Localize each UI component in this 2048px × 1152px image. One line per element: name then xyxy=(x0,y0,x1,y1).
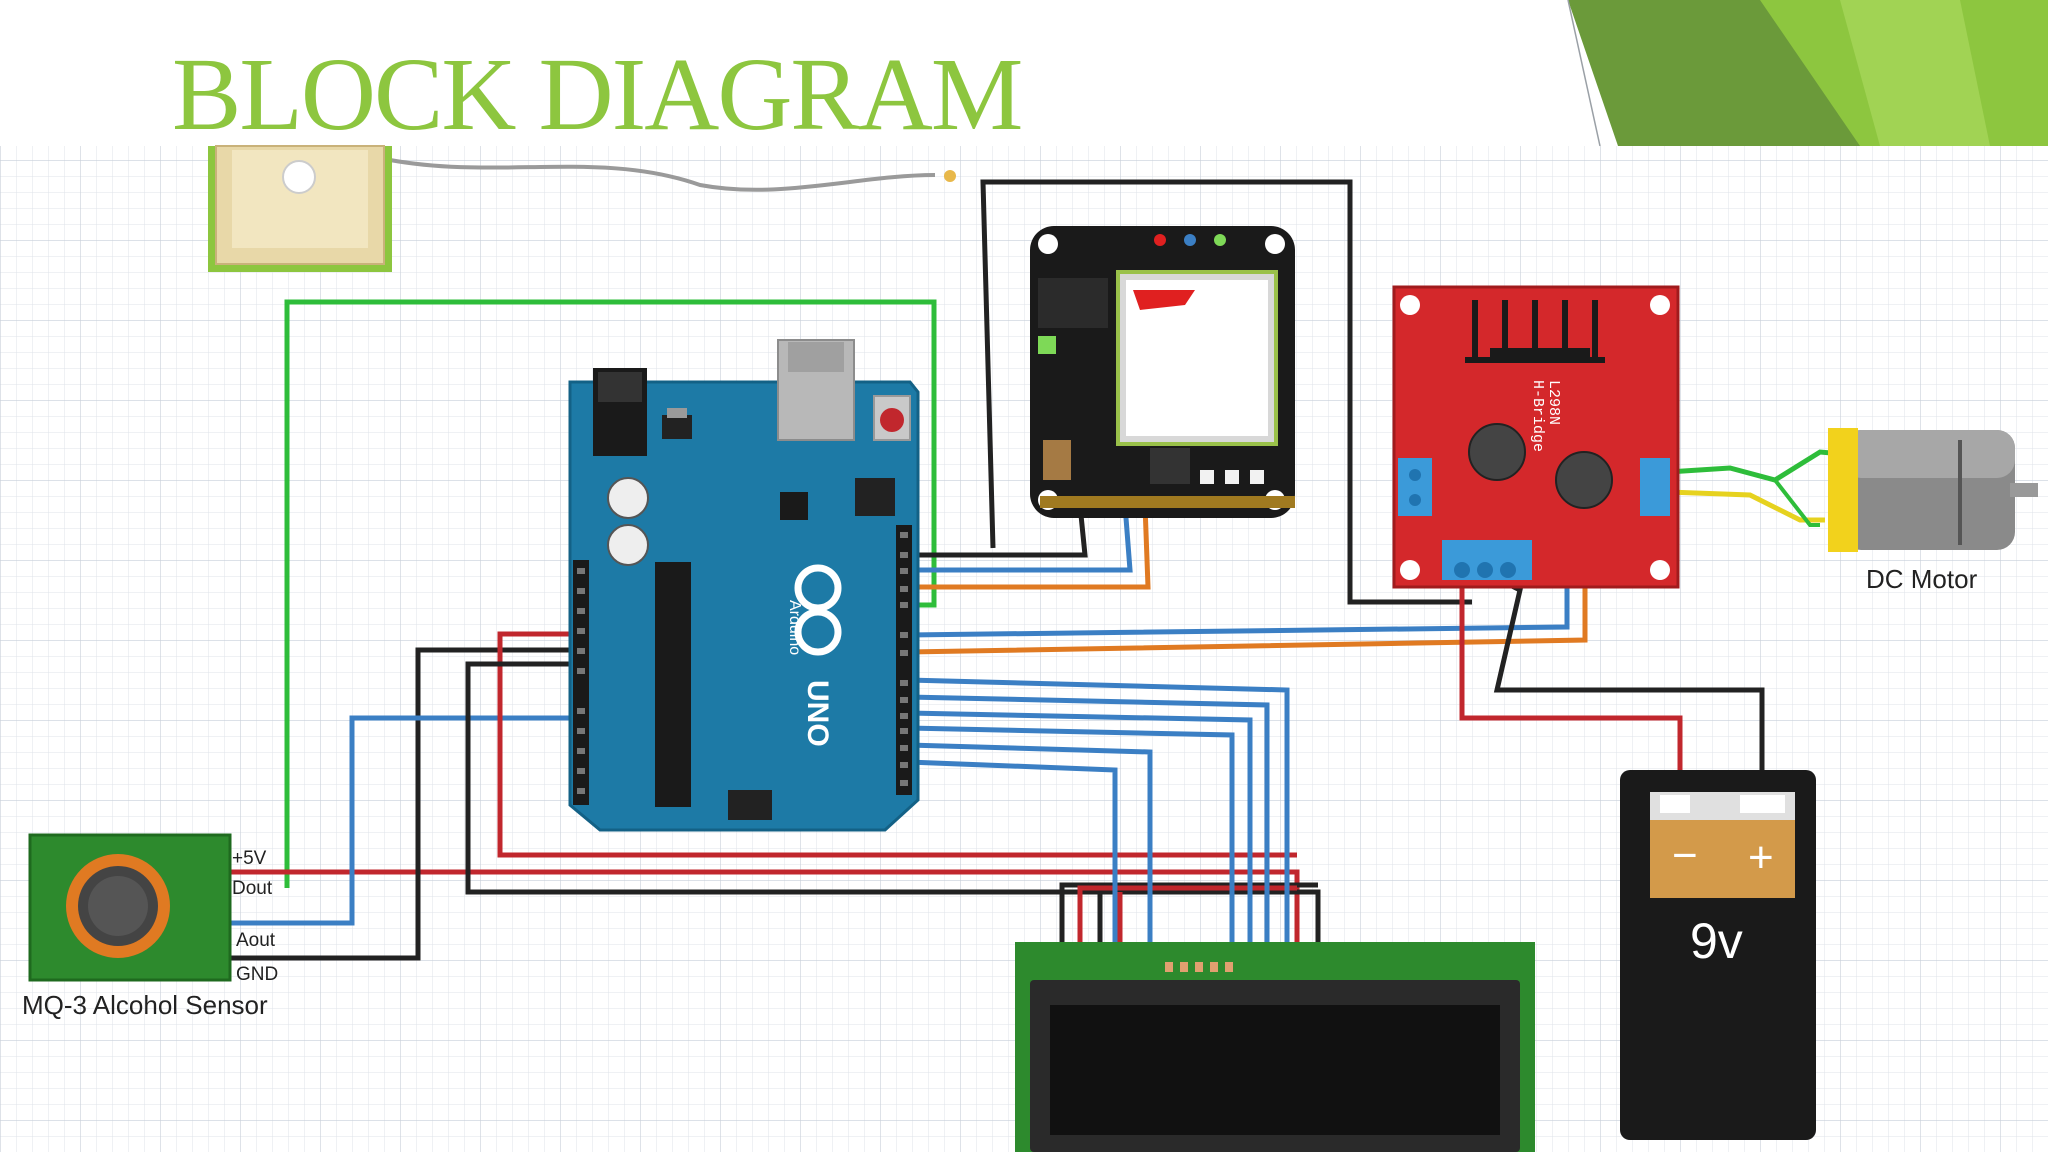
accent-line xyxy=(1567,0,1601,147)
sensor-label: MQ-3 Alcohol Sensor xyxy=(22,990,268,1020)
gps-antenna-dot xyxy=(282,160,316,194)
atmega-chip xyxy=(655,562,691,807)
lcd-display xyxy=(1015,942,1535,1152)
reset-button xyxy=(880,408,904,432)
slide-title: BLOCK DIAGRAM xyxy=(172,37,1023,152)
arduino-brand-text: Arduino xyxy=(786,600,803,655)
wire-red-hb-batt xyxy=(1459,570,1683,785)
wire-green-gps xyxy=(284,299,937,888)
wire-blue-ard-gsm xyxy=(908,504,1133,573)
wire-black-power xyxy=(465,661,1321,985)
battery-plus: + xyxy=(1748,833,1774,882)
pin-label-aout: Aout xyxy=(236,930,276,951)
gps-module xyxy=(208,145,956,272)
arduino-logo xyxy=(794,564,842,656)
mq3-sensor xyxy=(28,833,232,982)
motor-label: DC Motor xyxy=(1866,564,1978,594)
battery-voltage: 9v xyxy=(1690,913,1743,969)
wire-black-gsm-top xyxy=(980,179,1472,605)
dc-motor xyxy=(1828,428,2038,552)
wire-blue-lcd-3 xyxy=(907,710,1253,985)
wire-red-power xyxy=(497,631,1297,858)
wire-orange-ard-hb xyxy=(907,570,1588,655)
header-accent xyxy=(1567,0,2048,147)
antenna-cable xyxy=(389,158,936,192)
wire-blue-ard-hb xyxy=(907,570,1570,638)
wire-black-ard-gsm xyxy=(908,504,1088,558)
wire-blue-sensor-aout xyxy=(205,715,570,926)
wires xyxy=(205,158,1856,985)
pin-label-dout: Dout xyxy=(232,878,273,899)
hbridge-label-2: H-Bridge xyxy=(1529,380,1546,452)
arduino-uno: Arduino UNO xyxy=(568,339,920,832)
hbridge-label-1: L298N xyxy=(1545,380,1562,425)
lcd-screen xyxy=(1050,1005,1500,1135)
pin-label-5v: +5V xyxy=(232,848,267,869)
pin-label-gnd: GND xyxy=(236,964,278,985)
wire-blue-lcd-7 xyxy=(907,759,1118,985)
wire-blue-lcd-2 xyxy=(907,694,1270,985)
wire-orange-ard-gsm xyxy=(908,504,1151,590)
wire-blue-lcd-5 xyxy=(907,742,1153,985)
accent-shape-3 xyxy=(1840,0,1990,146)
sensor-pin-labels: +5V Dout Aout GND xyxy=(232,848,278,985)
gsm-module xyxy=(1030,226,1295,518)
arduino-model-text: UNO xyxy=(801,680,834,747)
wire-green-motor-2 xyxy=(1773,478,1820,527)
wire-yellow-motor xyxy=(1667,489,1825,523)
wire-blue-lcd-4 xyxy=(907,725,1235,985)
battery-minus: − xyxy=(1672,831,1698,880)
wire-blue-lcd-1 xyxy=(907,677,1290,985)
battery-9v xyxy=(1620,770,1816,1140)
h-bridge-module: L298N H-Bridge xyxy=(1392,285,1680,589)
